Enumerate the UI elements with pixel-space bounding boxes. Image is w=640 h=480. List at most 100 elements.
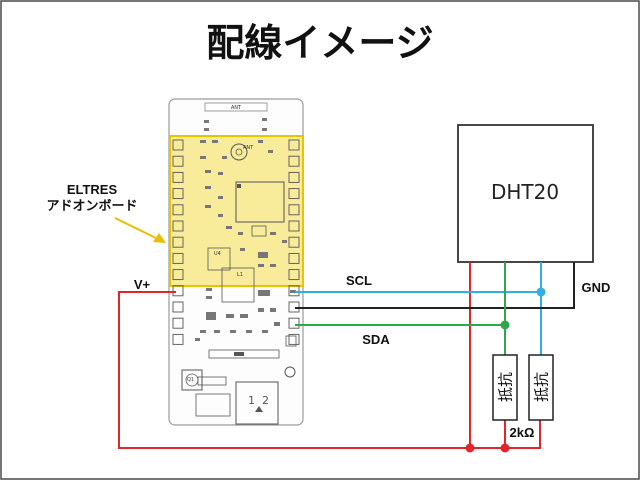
gnd-wire xyxy=(295,262,575,309)
connector-pin2: 2 xyxy=(262,394,269,407)
right-pin-header xyxy=(288,139,300,345)
pullup-resistors: 抵抗 抵抗 2kΩ xyxy=(492,354,554,440)
smd-part xyxy=(222,156,227,159)
board-top-label-box xyxy=(204,102,268,112)
smd-part xyxy=(262,118,267,121)
pointer-arrow-head xyxy=(153,233,166,243)
resistor-value: 2kΩ xyxy=(510,425,535,440)
board-pin-pad-left xyxy=(172,285,184,297)
smd-part xyxy=(268,150,273,153)
smd-part xyxy=(240,248,245,251)
eltres-addon-board: ANT ANT U4 L1 Q1 1 2 xyxy=(168,98,304,426)
connector-pin1: 1 xyxy=(248,394,255,407)
sensor-body xyxy=(457,124,594,263)
smd-part xyxy=(258,140,263,143)
vplus-label: V+ xyxy=(134,277,151,292)
board-pin-pad-right xyxy=(288,188,300,200)
smd-part xyxy=(206,288,212,291)
scl-junction xyxy=(536,287,546,297)
board-pin-pad-right xyxy=(288,269,300,281)
smd-part xyxy=(246,330,252,333)
scl-label: SCL xyxy=(346,273,372,288)
smd-part xyxy=(218,214,223,217)
smd-part xyxy=(204,128,209,131)
board-pin-pad-left xyxy=(172,155,184,167)
board-pin-pad-left xyxy=(172,333,184,345)
smd-part xyxy=(282,240,287,243)
board-pin-pad-right xyxy=(288,317,300,329)
page-title: 配線イメージ xyxy=(206,21,433,65)
board-pin-pad-right xyxy=(288,333,300,345)
module-highlight xyxy=(169,135,304,287)
wires xyxy=(118,262,575,453)
module-name-line1: ELTRES xyxy=(67,182,118,197)
vplus-junction-r1 xyxy=(500,443,510,453)
smd-part xyxy=(205,170,211,173)
smd-part xyxy=(206,296,212,299)
resistor-sda xyxy=(492,354,518,421)
jst-connector xyxy=(235,381,279,425)
vplus-wire-board xyxy=(118,291,470,449)
main-chip-pin1 xyxy=(237,184,241,188)
test-pad xyxy=(285,335,297,347)
board-top-mark: ANT xyxy=(231,105,242,111)
smd-part xyxy=(270,264,276,267)
sda-junction xyxy=(500,320,510,330)
small-chip xyxy=(251,225,267,237)
resistor-sda-label: 抵抗 xyxy=(497,372,515,402)
smd-part xyxy=(205,205,211,208)
smd-part xyxy=(230,330,236,333)
smd-part xyxy=(274,322,280,326)
module-pointer-arrow xyxy=(114,217,166,243)
resistor-scl xyxy=(528,354,554,421)
ribbon-connector xyxy=(208,349,280,359)
l1-mark: L1 xyxy=(237,272,243,278)
board-pin-pad-right xyxy=(288,236,300,248)
smd-part xyxy=(200,330,206,333)
antenna-mark: ANT xyxy=(243,145,254,151)
board-pin-pad-right xyxy=(288,155,300,167)
switch-button xyxy=(181,369,203,391)
board-pin-pad-right xyxy=(288,171,300,183)
vplus-wire-r2 xyxy=(470,420,541,449)
smd-part xyxy=(258,290,270,296)
board-pin-pad-right xyxy=(288,204,300,216)
antenna-connector-center xyxy=(235,148,243,156)
led-indicator xyxy=(284,366,296,378)
board-pin-pad-left xyxy=(172,301,184,313)
smd-part xyxy=(226,226,232,229)
smd-part xyxy=(218,196,223,199)
smd-part xyxy=(214,330,220,333)
ribbon-connector-mark xyxy=(234,352,244,356)
board-pin-pad-left xyxy=(172,252,184,264)
smd-part xyxy=(195,338,200,341)
sensor-label: DHT20 xyxy=(491,180,559,204)
left-pin-header xyxy=(172,139,184,345)
vplus-junction-sensor xyxy=(465,443,475,453)
smd-part xyxy=(258,264,264,267)
board-pin-pad-left xyxy=(172,236,184,248)
smd-part xyxy=(204,120,209,123)
smd-part xyxy=(212,140,218,143)
resistor-scl-label: 抵抗 xyxy=(533,372,551,402)
smd-components xyxy=(195,118,296,341)
smd-part xyxy=(218,172,223,175)
board-pin-pad-left xyxy=(172,317,184,329)
smd-part xyxy=(206,312,216,320)
board-pin-pad-right xyxy=(288,285,300,297)
q1-mark: Q1 xyxy=(187,377,194,383)
gnd-label: GND xyxy=(582,280,611,295)
module-name-line2: アドオンボード xyxy=(46,198,137,213)
smd-part xyxy=(238,232,243,235)
inductor-block xyxy=(221,267,255,303)
regulator-chip xyxy=(207,247,231,271)
smd-part xyxy=(270,232,276,235)
sda-label: SDA xyxy=(362,332,390,347)
board-pin-pad-left xyxy=(172,220,184,232)
smd-part xyxy=(258,308,264,312)
smd-part xyxy=(258,252,268,258)
usb-connector xyxy=(195,393,231,417)
board-pin-pad-right xyxy=(288,139,300,151)
